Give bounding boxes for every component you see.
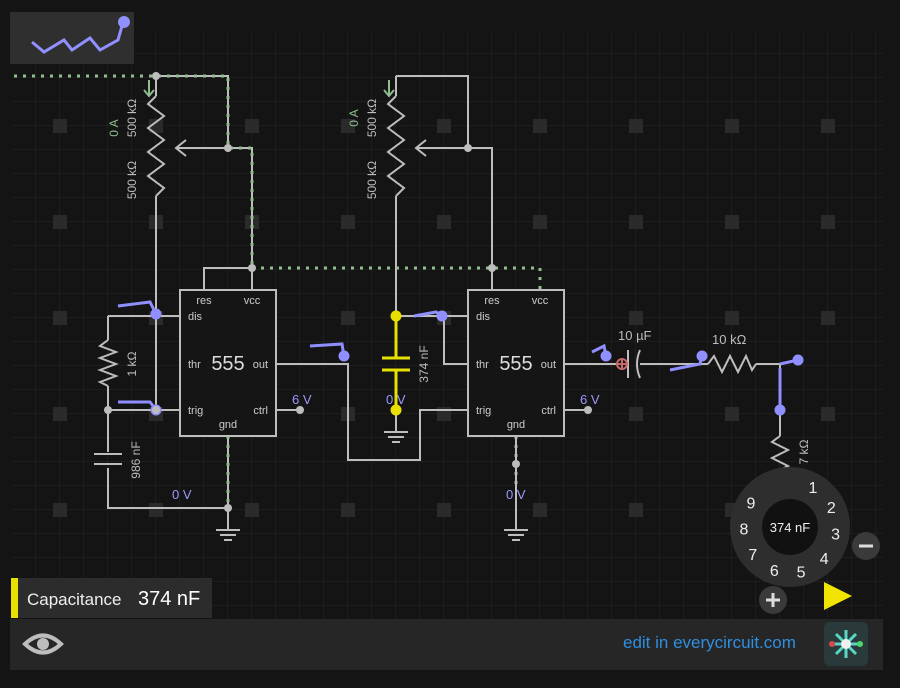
capacitor-10uf[interactable] [616,349,641,379]
eye-icon[interactable] [22,625,64,663]
pin-ctrl: ctrl [541,405,556,417]
dial-digit-7[interactable]: 7 [748,547,757,564]
dial-digit-3[interactable]: 3 [831,526,840,543]
capacitance-label: Capacitance [27,590,122,609]
dial-digit-9[interactable]: 9 [747,496,756,513]
ctrl2-voltage-label: 6 V [580,392,600,407]
decrease-button[interactable] [851,531,881,561]
dial-digit-2[interactable]: 2 [827,500,836,517]
ground-middle[interactable] [384,431,408,443]
gnd1-voltage-label: 0 V [172,487,192,502]
dial-center-value: 374 nF [770,520,811,535]
pot1-current-label: 0 A [107,119,121,136]
pin-res: res [484,295,500,307]
chip-name: 555 [211,353,244,375]
timer-555-left[interactable]: res vcc dis thr trig out ctrl gnd 555 [179,289,277,437]
current-arrow-1 [143,80,155,98]
pot1-top-label: 500 kΩ [125,99,139,137]
capacitor-374nf-selected[interactable] [382,310,410,416]
chip-name: 555 [499,353,532,375]
dial-digit-5[interactable]: 5 [797,565,806,582]
resistor-10k[interactable] [707,353,757,375]
pin-vcc: vcc [532,295,549,307]
dial-digit-1[interactable]: 1 [809,480,818,497]
plus-icon [766,593,780,607]
ground-left[interactable] [216,529,240,541]
gnd3-voltage-label: 0 V [506,487,526,502]
capacitance-value: 374 nF [138,588,201,610]
junction-nodes [104,72,592,512]
resistor-7k-label: 7 kΩ [797,439,811,464]
edit-in-everycircuit-link[interactable]: edit in everycircuit.com [623,633,796,652]
play-icon [824,582,852,610]
capacitor-10uf-label: 10 µF [618,328,652,343]
resistor-1k[interactable] [97,339,119,387]
pin-thr: thr [476,359,489,371]
waveform-icon [31,16,130,54]
pin-dis: dis [188,311,203,323]
pin-vcc: vcc [244,295,261,307]
pin-out: out [253,359,268,371]
gnd2-voltage-label: 0 V [386,392,406,407]
timer-555-right[interactable]: res vcc dis thr trig out ctrl gnd 555 [467,289,565,437]
pin-res: res [196,295,212,307]
everycircuit-logo-icon[interactable] [822,620,870,668]
current-arrow-2 [383,80,395,98]
dial-digit-6[interactable]: 6 [770,563,779,580]
capacitor-986nf-label: 986 nF [129,441,143,478]
pot2-current-label: 0 A [347,109,361,126]
pot2-bottom-label: 500 kΩ [365,161,379,199]
capacitor-374nf-label: 374 nF [417,345,431,382]
potentiometer-1[interactable] [146,95,187,197]
ctrl1-voltage-label: 6 V [292,392,312,407]
pot2-top-label: 500 kΩ [365,99,379,137]
resistor-1k-label: 1 kΩ [125,351,139,376]
ground-right[interactable] [504,529,528,541]
pin-ctrl: ctrl [253,405,268,417]
pin-gnd: gnd [507,419,525,431]
pin-trig: trig [188,405,203,417]
dial-digit-4[interactable]: 4 [820,551,829,568]
dial-digit-8[interactable]: 8 [740,522,749,539]
pin-trig: trig [476,405,491,417]
capacitance-panel: Capacitance 374 nF [11,578,212,618]
increase-button[interactable] [758,585,788,615]
waveform-toggle-button[interactable] [10,12,134,64]
potentiometer-2[interactable] [386,95,427,197]
resistor-10k-label: 10 kΩ [712,332,747,347]
pin-thr: thr [188,359,201,371]
pot1-bottom-label: 500 kΩ [125,161,139,199]
pin-out: out [541,359,556,371]
pin-gnd: gnd [219,419,237,431]
capacitor-986nf[interactable] [94,453,122,465]
bottom-toolbar [10,619,883,670]
play-button[interactable] [820,578,856,614]
right-wires [395,75,588,530]
pin-dis: dis [476,311,491,323]
